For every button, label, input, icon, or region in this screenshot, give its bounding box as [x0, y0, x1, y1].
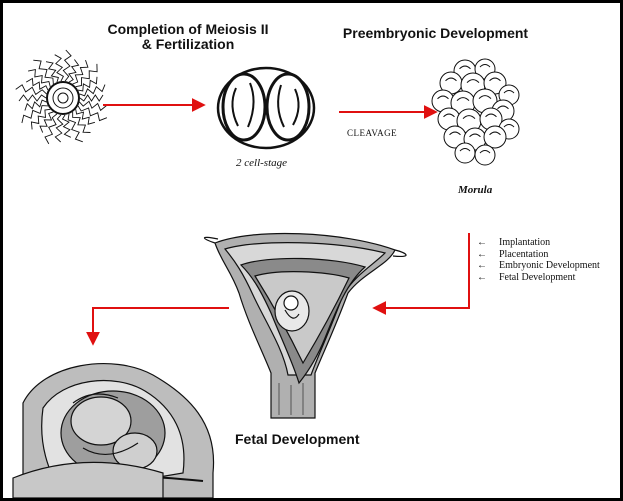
meiosis-title-line1: Completion of Meiosis II — [83, 21, 293, 37]
fetal-development-title: Fetal Development — [235, 431, 385, 447]
sperm-tail — [80, 95, 103, 101]
morula-cell — [455, 143, 475, 163]
meiosis-title-line2: & Fertilization — [83, 36, 293, 52]
sperm-tail — [33, 60, 53, 84]
two-cell-stage-label: 2 cell-stage — [236, 157, 287, 169]
sperm-tail — [63, 115, 71, 137]
fertilized-egg-drawing — [16, 50, 107, 144]
cleavage-label: CLEAVAGE — [347, 128, 397, 138]
sperm-tail — [46, 62, 58, 82]
sperm-tail — [68, 114, 83, 142]
morula-cell — [484, 126, 506, 148]
development-stages-list: ←Implantation ←Placentation ←Embryonic D… — [477, 237, 600, 283]
stage-item: ←Placentation — [477, 249, 600, 261]
arrow-morula-to-uterus — [375, 233, 469, 308]
sperm-tail — [55, 115, 63, 142]
two-cell-drawing — [218, 68, 314, 148]
morula-cell — [475, 145, 495, 165]
sperm-tail — [69, 60, 79, 83]
fetus-drawing — [13, 364, 214, 498]
sperm-tail — [40, 112, 53, 133]
sperm-tail — [73, 60, 88, 84]
sperm-tail — [63, 50, 71, 81]
uterus-drawing — [204, 233, 406, 418]
stage-item: ←Implantation — [477, 237, 600, 249]
stage-item: ←Embryonic Development — [477, 260, 600, 272]
diagram-frame: Completion of Meiosis II & Fertilization… — [3, 3, 620, 498]
morula-drawing — [432, 59, 519, 165]
morula-label: Morula — [458, 184, 492, 196]
stage-item: ←Fetal Development — [477, 272, 600, 284]
sperm-tail — [26, 79, 48, 91]
sperm-tail — [16, 85, 47, 95]
arrow-uterus-to-fetus — [93, 308, 229, 343]
sperm-tail — [80, 101, 107, 110]
preembryonic-title: Preembryonic Development — [328, 25, 543, 41]
